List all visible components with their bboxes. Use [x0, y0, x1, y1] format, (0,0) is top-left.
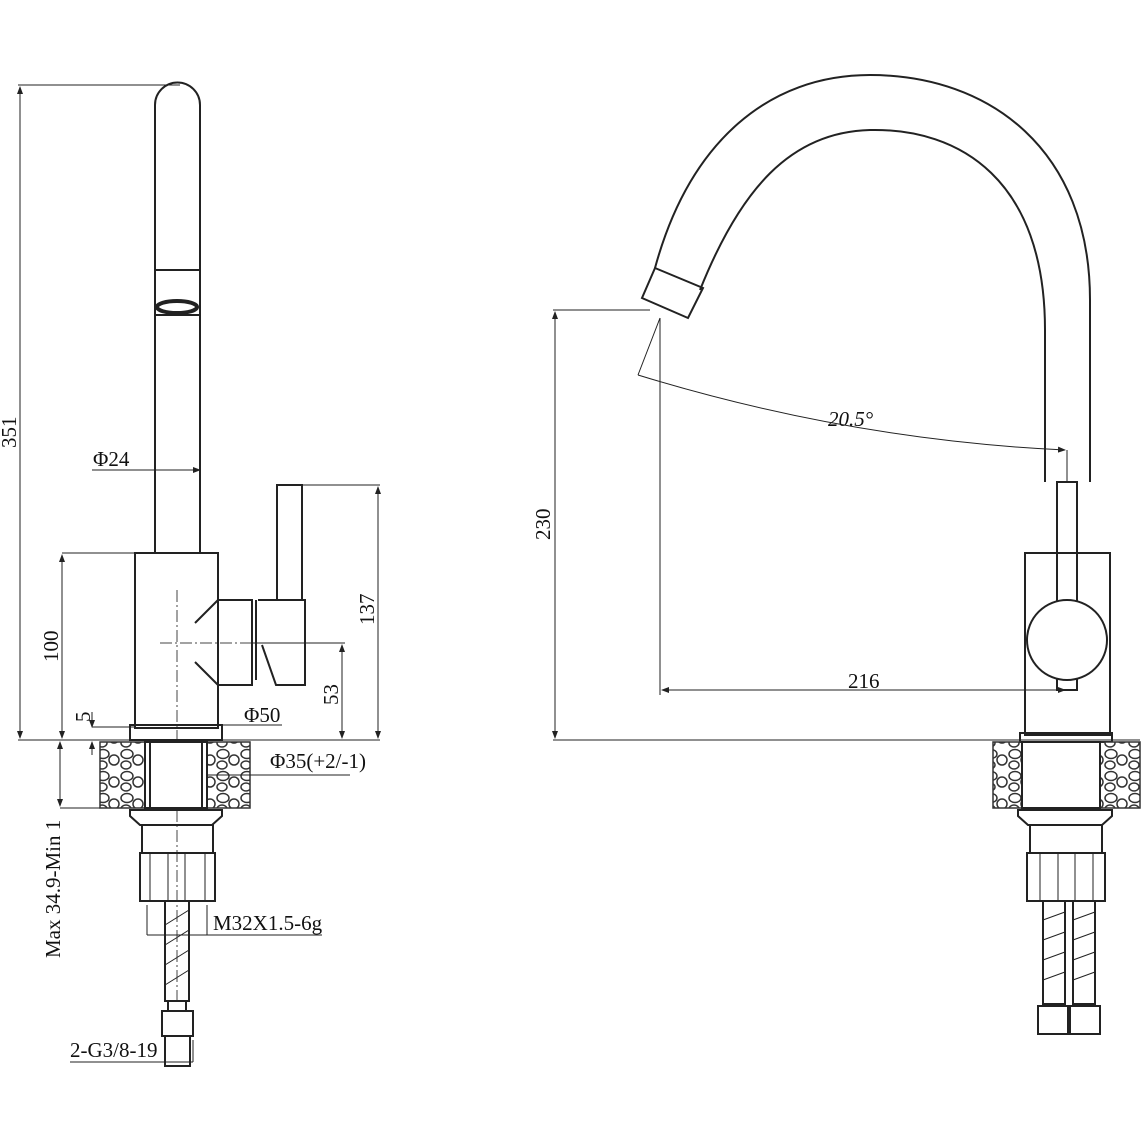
dim-flange-thickness: 5	[71, 712, 95, 723]
dim-handle-axis: 53	[319, 684, 343, 705]
dim-spout-reach: 216	[848, 669, 880, 693]
dim-counter-thickness: Max 34.9-Min 1	[41, 820, 65, 958]
dim-spout-height: 230	[531, 509, 555, 541]
side-view: 351 Φ24 137 100 53 5 Φ50 Φ35(+2/-1) Max …	[0, 81, 381, 1067]
dim-handle-height: 137	[355, 594, 379, 626]
body	[134, 552, 219, 729]
dim-body-height: 100	[39, 631, 63, 663]
handle-lever	[276, 484, 303, 601]
dim-hole-diameter: Φ35(+2/-1)	[270, 749, 366, 773]
dim-total-height: 351	[0, 417, 21, 449]
gooseneck-spout	[699, 128, 1046, 482]
aerator	[154, 269, 201, 316]
dim-hose-connector: 2-G3/8-19	[70, 1038, 158, 1062]
nozzle	[640, 266, 705, 320]
dim-spout-diameter: Φ24	[93, 447, 130, 471]
dim-thread: M32X1.5-6g	[213, 911, 323, 935]
front-body	[1024, 552, 1111, 736]
spout	[154, 81, 201, 553]
hose-nut	[161, 1010, 194, 1037]
handle-cap	[258, 599, 306, 686]
aerator-outlet	[155, 299, 199, 315]
front-view: 230 216 20.5°	[531, 73, 1141, 1035]
dim-base-diameter: Φ50	[244, 703, 280, 727]
dim-swivel-angle: 20.5°	[828, 407, 874, 431]
front-handle-knob	[1026, 599, 1108, 681]
